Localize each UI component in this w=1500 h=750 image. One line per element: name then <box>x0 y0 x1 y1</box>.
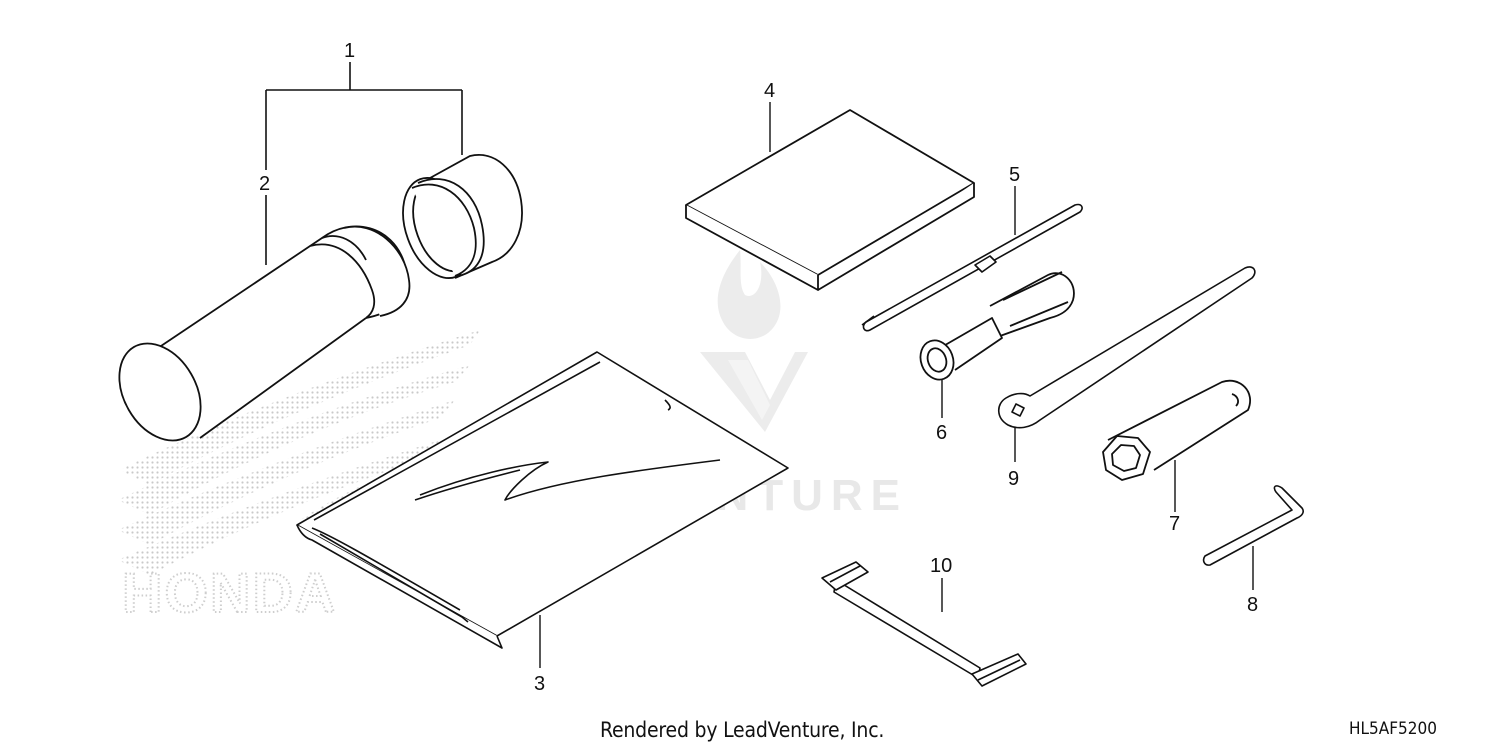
owners-manual-part <box>685 109 975 291</box>
callout-9: 9 <box>1008 468 1019 490</box>
tool-tube-part <box>118 225 411 442</box>
callout-3: 3 <box>534 673 545 695</box>
screwdriver-part <box>861 203 1083 332</box>
callout-1-bracket <box>265 62 463 265</box>
spark-plug-wrench-part <box>1102 379 1251 481</box>
callout-4: 4 <box>764 80 775 102</box>
rendered-by-credit: Rendered by LeadVenture, Inc. <box>600 718 885 742</box>
callout-2: 2 <box>259 173 270 195</box>
callout-6: 6 <box>936 422 947 444</box>
callout-1: 1 <box>344 40 355 62</box>
diagram-code: HL5AF5200 <box>1349 719 1437 739</box>
socket-handle-part <box>919 271 1075 381</box>
callout-numbers: 1 2 3 4 5 6 7 8 9 10 <box>259 40 1258 695</box>
honda-logo-text: HONDA <box>122 561 337 624</box>
honda-wing-watermark: HONDA <box>118 330 480 625</box>
hex-key-part <box>1202 485 1304 566</box>
callout-5: 5 <box>1009 164 1020 186</box>
tool-bag-part <box>296 351 789 649</box>
leader-lines <box>539 102 1254 668</box>
callout-7: 7 <box>1169 513 1180 535</box>
callout-10: 10 <box>930 555 952 577</box>
callout-8: 8 <box>1247 594 1258 616</box>
box-wrench-part <box>997 266 1256 429</box>
tube-cap-part <box>402 154 523 279</box>
battery-strap-part <box>821 561 1027 687</box>
